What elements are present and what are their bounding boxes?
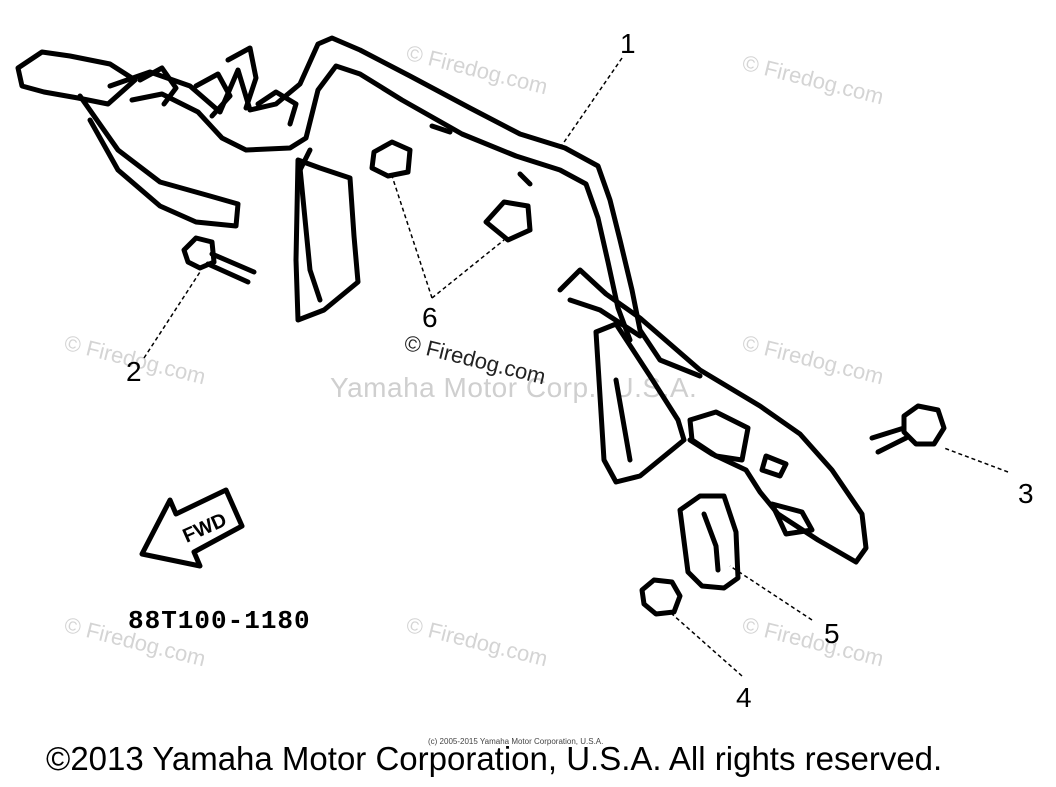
- right-mount: [593, 321, 687, 485]
- bolt-3: [901, 403, 947, 447]
- watermark-yamaha: Yamaha Motor Corp., U.S.A.: [330, 372, 698, 403]
- clamp-6a: [369, 139, 413, 179]
- diagram-part-number: 88T100-1180: [128, 606, 311, 636]
- leader-5: [729, 565, 813, 621]
- small-copyright: (c) 2005-2015 Yamaha Motor Corporation, …: [428, 737, 604, 746]
- callout-2: 2: [126, 356, 142, 387]
- footer-copyright: ©2013 Yamaha Motor Corporation, U.S.A. A…: [46, 740, 943, 777]
- leader-2: [143, 271, 201, 359]
- left-bracket: [15, 49, 138, 107]
- leader-4: [671, 613, 743, 677]
- leader-6a: [391, 175, 433, 299]
- fwd-label: FWD: [180, 509, 231, 548]
- vertical-mount: [293, 157, 361, 323]
- callout-5: 5: [824, 618, 840, 649]
- fwd-arrow-outline: [139, 487, 245, 569]
- frame-tube-lower: [129, 63, 633, 343]
- rubber-mount-5: [677, 493, 741, 591]
- callout-3: 3: [1018, 478, 1034, 509]
- bolt-2: [181, 235, 217, 271]
- callout-4: 4: [736, 682, 752, 713]
- right-arm: [557, 267, 869, 565]
- callout-6: 6: [422, 302, 438, 333]
- clamp-6b: [483, 199, 533, 243]
- callout-1: 1: [620, 28, 636, 59]
- leader-1: [559, 57, 623, 149]
- nut-4: [639, 577, 683, 617]
- leader-6b: [431, 239, 505, 299]
- left-arm: [77, 93, 241, 229]
- leader-3: [943, 447, 1009, 473]
